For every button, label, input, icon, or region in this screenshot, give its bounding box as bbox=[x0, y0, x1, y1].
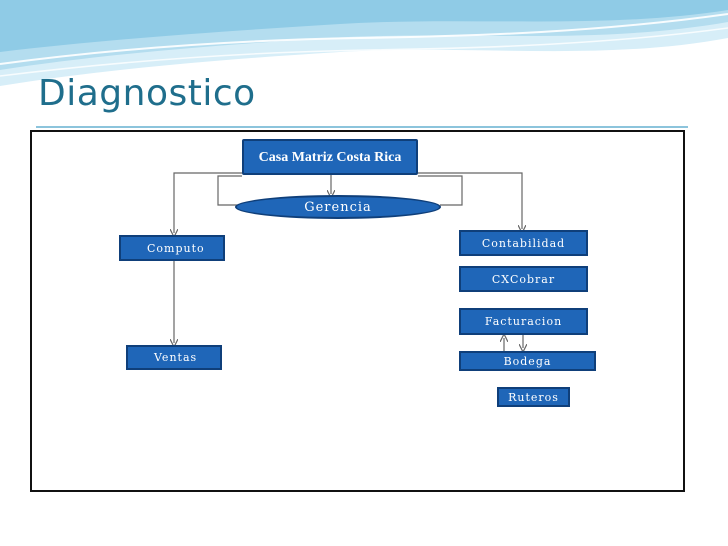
org-node-facturacion: Facturacion bbox=[459, 308, 588, 335]
org-node-ruteros: Ruteros bbox=[497, 387, 570, 407]
org-node-root: Casa Matriz Costa Rica bbox=[242, 139, 418, 175]
title-underline bbox=[36, 126, 688, 128]
org-node-gerencia: Gerencia bbox=[235, 195, 441, 219]
slide-title: Diagnostico bbox=[38, 73, 256, 114]
org-node-ventas: Ventas bbox=[126, 345, 222, 370]
org-node-computo: Computo bbox=[119, 235, 225, 261]
org-node-cxcobrar: CXCobrar bbox=[459, 266, 588, 292]
org-node-contabilidad: Contabilidad bbox=[459, 230, 588, 256]
header-wave-decoration bbox=[0, 0, 728, 100]
org-node-bodega: Bodega bbox=[459, 351, 596, 371]
